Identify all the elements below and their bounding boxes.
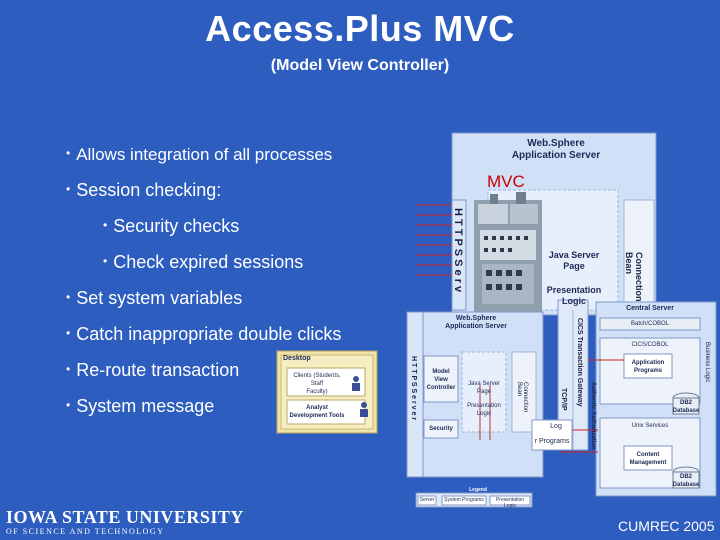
- university-logo-subtitle: OF SCIENCE AND TECHNOLOGY: [6, 527, 165, 536]
- bullet-security-checks: Security checks: [103, 216, 239, 237]
- bullet-system-message: System message: [66, 396, 214, 417]
- websphere-small-title: Web.Sphere Application Server: [445, 315, 507, 330]
- authn-label: Authentic Authorization: [590, 382, 596, 450]
- mvc-small-label: Model View Controller: [426, 369, 456, 391]
- business-logic-label: Business Logic: [704, 342, 710, 383]
- university-logo: IOWA STATE UNIVERSITY: [6, 507, 244, 527]
- central-server-label: Central Server: [626, 305, 674, 312]
- connection-bean-small-label: Connection Bean: [516, 382, 528, 413]
- bullet-system-variables: Set system variables: [66, 288, 242, 309]
- cics-cobol-label: CICS/COBOL: [631, 342, 669, 348]
- websphere-top-title: Web.Sphere Application Server: [511, 138, 601, 161]
- jsp-big-label: Java Server Page: [548, 250, 600, 271]
- jsp-small-label: Java Server Page: [467, 381, 500, 395]
- partial-programs-label: r Programs: [534, 438, 570, 445]
- slide-subtitle: (Model View Controller): [270, 57, 450, 74]
- https-server-small-label: H T T P S S e r v e r: [410, 356, 417, 421]
- slide-title: Access.Plus MVC: [205, 8, 515, 49]
- mvc-label: MVC: [487, 172, 525, 191]
- conference-label: CUMREC 2005: [618, 518, 715, 534]
- cics-gateway-label: CICS Transaction Gateway: [576, 318, 583, 407]
- legend-server: Server: [419, 497, 435, 503]
- legend-title: Legend: [469, 487, 487, 493]
- presentation-small-label: Presentation Logic: [467, 403, 501, 417]
- bullet-session-checking: Session checking:: [66, 180, 221, 201]
- controller-building-image: [474, 192, 542, 312]
- app-programs-label: Application Programs: [631, 360, 665, 374]
- db2-database-label: DB2 Database: [672, 400, 700, 414]
- bullet-double-clicks: Catch inappropriate double clicks: [66, 324, 341, 345]
- legend-presentation-logic: Presentation Logic: [495, 497, 525, 509]
- https-serv-label: H T T P S S e r v: [452, 208, 464, 293]
- desktop-title: Desktop: [283, 355, 311, 362]
- content-mgmt-label: Content Management: [629, 452, 667, 466]
- clients-label: Clients (Students, Staff Faculty): [293, 373, 341, 395]
- bullet-reroute: Re-route transaction: [66, 360, 239, 381]
- tcpip-label: TCP/IP: [560, 388, 567, 411]
- security-small-label: Security: [429, 426, 453, 432]
- partial-log-label: Log: [550, 423, 562, 430]
- db2-database-2-label: DB2 Database: [672, 474, 700, 488]
- presentation-big-label: Presentation Logic: [546, 285, 602, 306]
- bullet-expired-sessions: Check expired sessions: [103, 252, 303, 273]
- legend-system-programs: System Programs: [444, 497, 484, 503]
- connection-bean-big-label: Connection Bean: [624, 252, 644, 302]
- bullet-integration: Allows integration of all processes: [66, 145, 332, 165]
- unix-services-label: Unix Services: [631, 423, 669, 429]
- analyst-label: Analyst Development Tools: [289, 405, 345, 419]
- batch-cobol-label: Batch/COBOL: [630, 321, 669, 327]
